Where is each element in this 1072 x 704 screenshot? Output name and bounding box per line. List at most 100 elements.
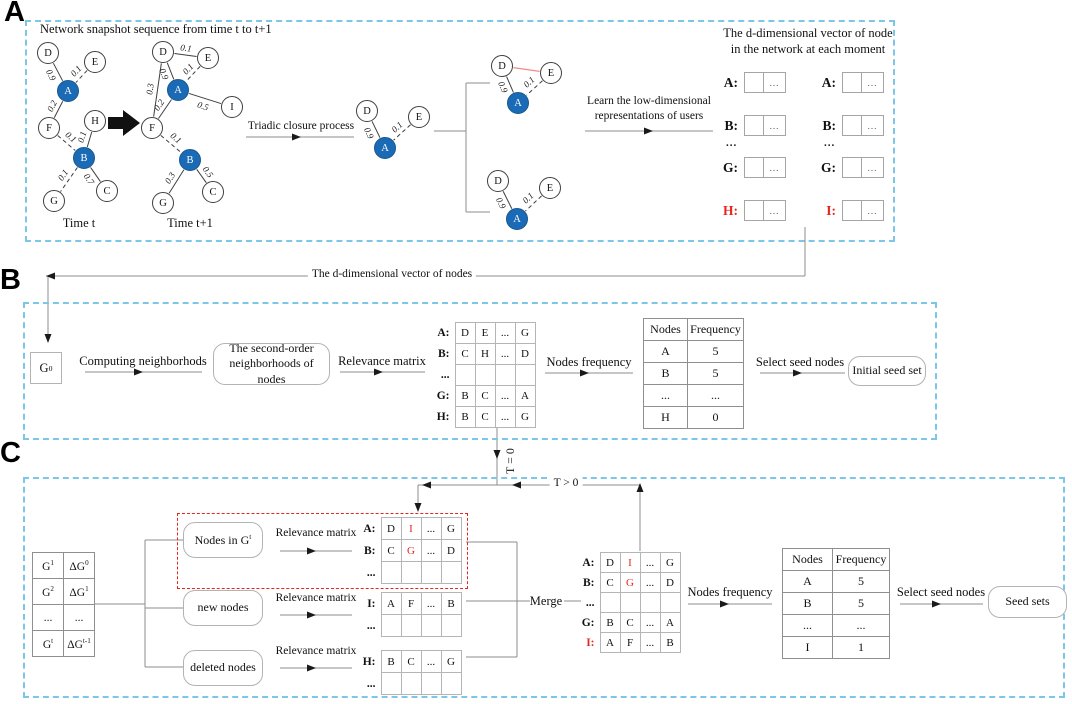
graph-node: F [38, 117, 60, 139]
matrix-row-label: ... [585, 596, 595, 609]
computing-neighborhoods-label: Computing neighborhods [79, 354, 207, 368]
vector-cell-dots: ... [769, 205, 780, 216]
graph-node: A [374, 137, 396, 159]
table-cell: Frequency [687, 318, 744, 341]
matrix-cell: B [659, 632, 681, 653]
table-cell: G1 [32, 552, 64, 579]
panel-a-border [25, 20, 895, 242]
vector-label: A: [723, 75, 738, 90]
vector-label: B: [724, 118, 739, 133]
matrix-cell: D [659, 572, 681, 593]
matrix-cell [400, 672, 422, 695]
panel-c-label: C [0, 437, 21, 469]
matrix-cell [440, 614, 462, 637]
vector-cell-dots: ... [867, 205, 878, 216]
matrix-cell: ... [494, 406, 516, 428]
vector-label: H: [723, 203, 738, 218]
merge-label: Merge [529, 594, 563, 608]
graph-node: E [197, 47, 219, 69]
vector-cell-dots: ... [769, 120, 780, 131]
matrix-cell: A [599, 632, 621, 653]
matrix-row-label: ... [440, 369, 450, 381]
matrix-cell: D [380, 517, 402, 540]
table-cell: 5 [687, 362, 744, 385]
matrix-row-label: ... [366, 619, 376, 632]
matrix-cell: ... [639, 572, 661, 593]
vector-cell-empty [843, 201, 862, 220]
matrix-row-label: H: [362, 655, 376, 668]
table-cell: A [643, 340, 688, 363]
relevance-matrix-label-c2: Relevance matrix [275, 592, 357, 604]
graph-node: B [73, 147, 95, 169]
graph-node: H [84, 110, 106, 132]
vector-box: ... [744, 200, 786, 221]
matrix-cell: C [619, 612, 641, 633]
matrix-cell [420, 614, 442, 637]
matrix-cell [659, 592, 681, 613]
matrix-row-label: I: [586, 636, 595, 649]
vector-caption-line2: in the network at each moment [730, 42, 886, 56]
matrix-cell: G [440, 650, 462, 673]
second-order-box: The second-order neighborhoods of nodes [213, 341, 330, 386]
highlight-red-dashed-box [177, 513, 468, 589]
second-order-line2: neighborhoods of nodes [229, 356, 314, 386]
vector-cell-empty [745, 116, 764, 135]
matrix-row-label: I: [367, 597, 376, 610]
vector-cell-dots: ... [769, 77, 780, 88]
matrix-cell: ... [639, 632, 661, 653]
matrix-cell [380, 561, 402, 584]
vector-box: ... [842, 72, 884, 93]
panel-b-label: B [0, 264, 21, 296]
graph-node: G [43, 190, 65, 212]
matrix-row-label: ... [366, 677, 376, 690]
table-cell: ... [687, 384, 744, 407]
matrix-cell [400, 561, 422, 584]
graph-node: G [152, 192, 174, 214]
edge-weight: 0.3 [144, 82, 156, 96]
d-dimensional-link-label: The d-dimensional vector of nodes [307, 268, 477, 280]
matrix-row-label: ... [366, 566, 376, 579]
vector-ellipsis: ... [726, 137, 738, 149]
table-cell: 5 [832, 592, 890, 615]
matrix-cell: C [474, 385, 496, 407]
table-cell: 5 [832, 570, 890, 593]
vector-cell-empty [745, 158, 764, 177]
matrix-cell: ... [420, 650, 442, 673]
graph-node: E [408, 106, 430, 128]
table-cell: ΔG0 [63, 552, 95, 579]
graph-node: D [487, 170, 509, 192]
initial-seed-set-box: Initial seed set [848, 356, 926, 386]
edge-weight: 0.1 [180, 41, 193, 54]
graph-node: F [141, 117, 163, 139]
new-nodes-box: new nodes [183, 590, 263, 626]
deleted-nodes-text: deleted nodes [190, 660, 256, 675]
vector-label: G: [723, 160, 738, 175]
vector-label: G: [821, 160, 836, 175]
panel-a-label: A [4, 0, 25, 28]
graph-node: A [57, 80, 79, 102]
table-cell: B [643, 362, 688, 385]
matrix-cell: A [380, 592, 402, 615]
matrix-row-label: B: [364, 544, 376, 557]
vector-box: ... [842, 157, 884, 178]
table-cell: ... [782, 614, 833, 637]
matrix-cell [400, 614, 422, 637]
matrix-cell: G [514, 406, 536, 428]
matrix-cell: G [514, 322, 536, 344]
graph-node: D [37, 42, 59, 64]
matrix-cell: I [400, 517, 422, 540]
